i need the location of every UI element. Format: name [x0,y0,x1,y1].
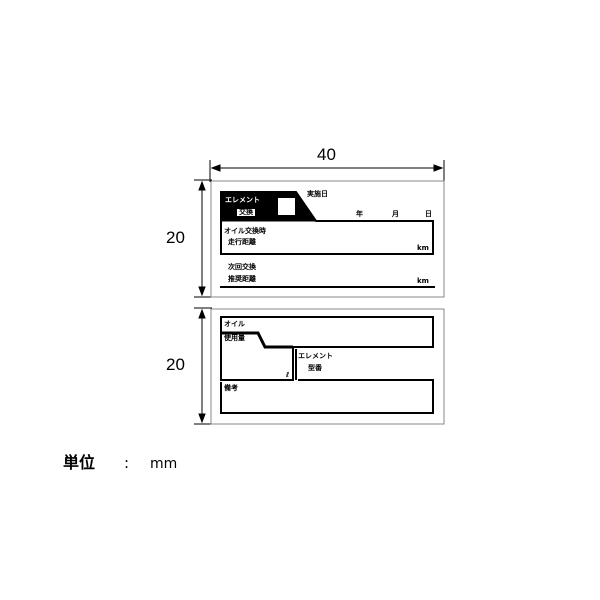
oil-label: オイル [224,320,245,328]
amount-label: 使用量 [224,334,245,342]
month-label: 月 [392,210,399,218]
recommended-distance-label: 推奨距離 [228,275,256,283]
liter-unit: ℓ [286,371,290,379]
height-dimension-bottom: 20 [166,355,185,374]
next-change-label: 次回交換 [228,263,256,271]
width-dimension: 40 [317,145,336,164]
exchange-label: 交換 [237,208,255,216]
unit-separator: : [124,454,130,472]
model-label: 型番 [308,364,322,372]
unit-label: 単位 [63,453,96,472]
oil-change-at-label: オイル交換時 [224,227,266,235]
notes-label: 備考 [224,384,238,392]
date-label: 実施日 [307,190,328,198]
year-label: 年 [356,210,363,218]
height-dimension-top: 20 [166,228,185,247]
mileage-label: 走行距離 [228,238,256,246]
day-label: 日 [425,210,432,218]
element-label: エレメント [298,352,333,360]
km-unit: km [417,277,429,285]
unit-value: mm [150,456,178,472]
km-unit: km [417,244,429,252]
element-label: エレメント [225,196,260,204]
